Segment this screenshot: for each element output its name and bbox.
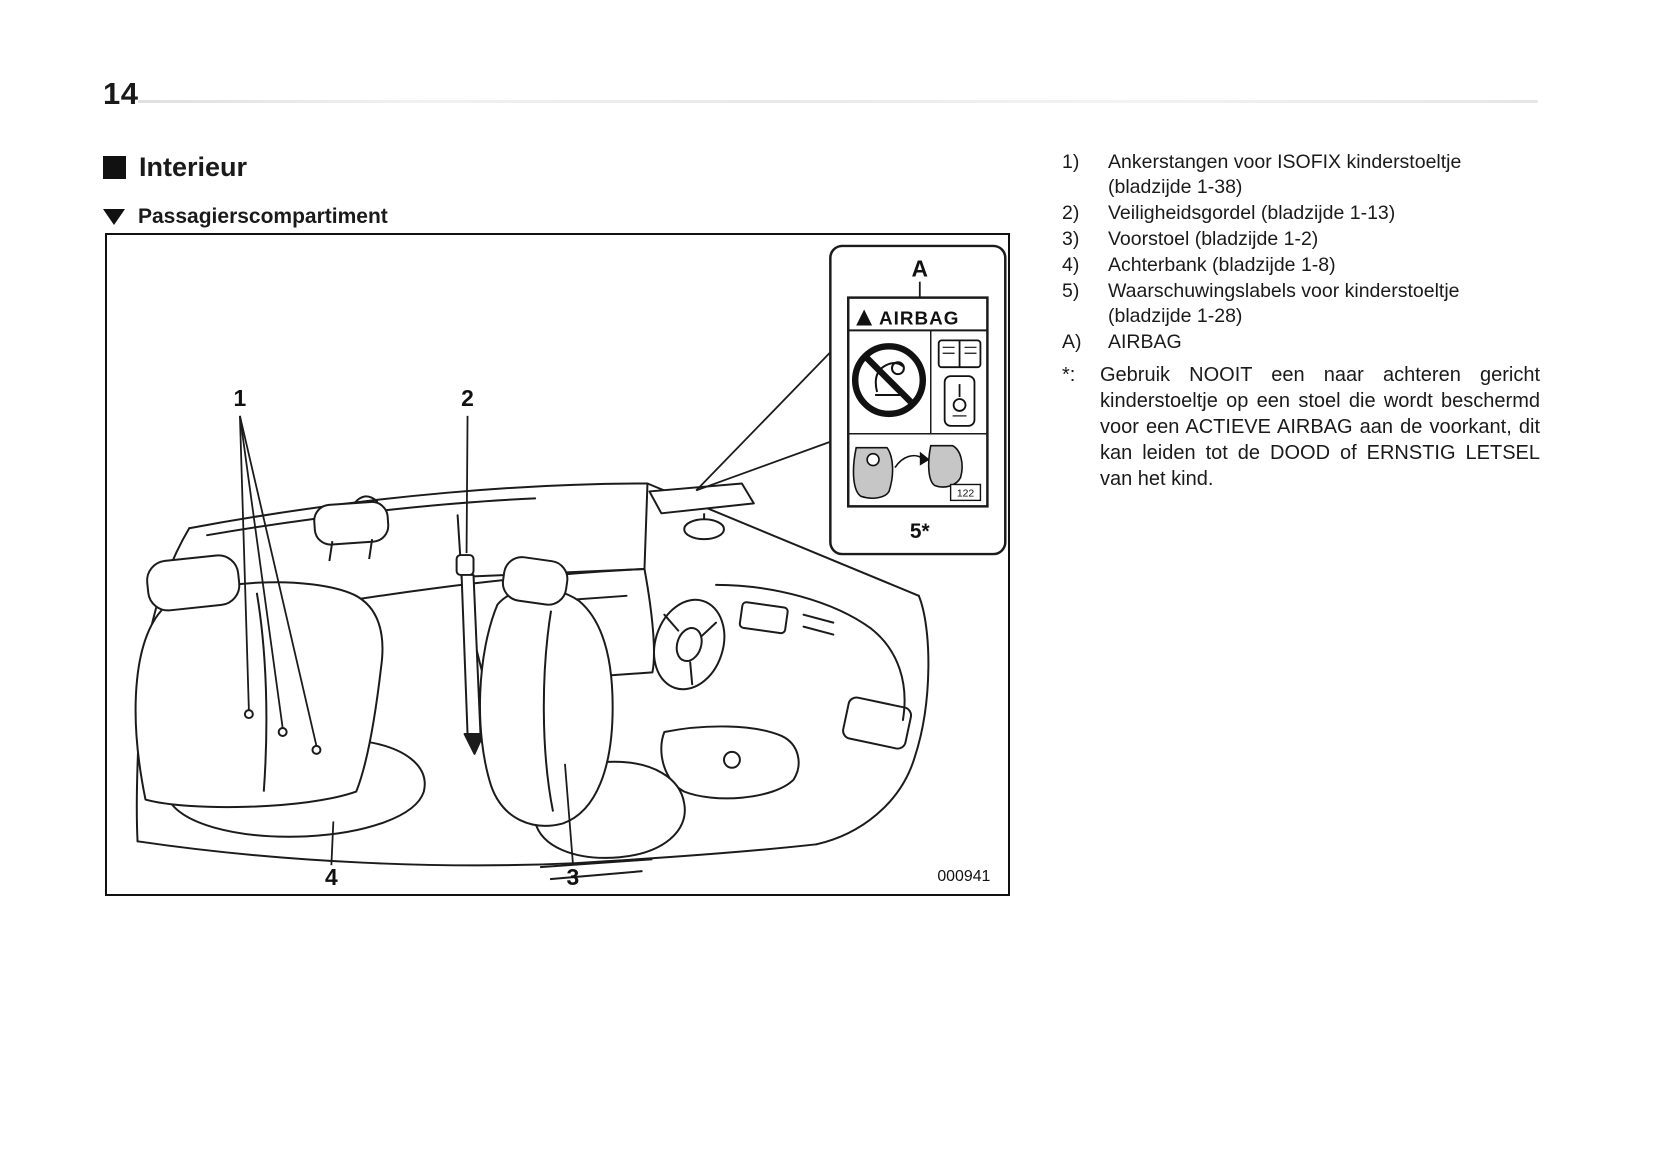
subsection-heading: Passagierscompartiment (103, 205, 388, 229)
airbag-label-inset: A AIRBAG (829, 244, 1007, 556)
legend-item-text: Achterbank (bladzijde 1-8) (1108, 254, 1336, 276)
section-title: Interieur (139, 152, 248, 182)
footnote-text: Gebruik NOOIT een naar achteren gericht … (1100, 364, 1540, 490)
figure-code: 000941 (937, 868, 990, 885)
legend-item-text: AIRBAG (1108, 331, 1182, 353)
legend-item-2: 2) Veiligheidsgordel (bladzijde 1-13) (1062, 201, 1540, 226)
callout-5: 5* (910, 520, 931, 543)
legend-item-number: A) (1062, 331, 1082, 353)
steering-wheel (653, 598, 726, 691)
page-number: 14 (103, 76, 139, 111)
legend: 1) Ankerstangen voor ISOFIX kinderstoelt… (1062, 150, 1540, 492)
square-bullet-icon (103, 156, 126, 179)
triangle-bullet-icon (103, 209, 125, 225)
legend-item-1: 1) Ankerstangen voor ISOFIX kinderstoelt… (1062, 150, 1540, 200)
legend-item-number: 2) (1062, 202, 1080, 224)
section-heading: Interieur (103, 152, 247, 183)
subsection-title: Passagierscompartiment (138, 205, 388, 228)
dashboard (660, 583, 913, 800)
legend-item-text: Waarschuwingslabels voor kinderstoeltje … (1108, 280, 1460, 327)
rear-seat (134, 500, 426, 838)
callout-4: 4 (325, 864, 338, 890)
front-seat (478, 556, 686, 881)
legend-item-a: A) AIRBAG (1062, 330, 1540, 355)
airbag-label-title: AIRBAG (879, 308, 959, 329)
ref-tag-122: 122 (957, 488, 975, 499)
legend-item-3: 3) Voorstoel (bladzijde 1-2) (1062, 227, 1540, 252)
footnote-marker: *: (1062, 364, 1076, 386)
callout-3: 3 (567, 864, 580, 890)
warning-triangle-icon (856, 309, 873, 326)
interior-diagram: 1 2 3 4 A AIRBAG (134, 244, 1007, 890)
legend-item-text: Ankerstangen voor ISOFIX kinderstoeltje … (1108, 151, 1462, 198)
figure-box: 1 2 3 4 A AIRBAG (105, 233, 1010, 896)
manual-book-icon (937, 339, 982, 369)
callout-lines (239, 351, 831, 866)
legend-item-number: 5) (1062, 280, 1080, 302)
child-seat-pictograms: 122 (852, 444, 982, 502)
legend-item-number: 1) (1062, 151, 1080, 173)
footnote: *: Gebruik NOOIT een naar achteren geric… (1062, 362, 1540, 492)
callout-a: A (912, 256, 929, 282)
scan-artifact-line (138, 100, 1538, 103)
legend-item-number: 3) (1062, 228, 1080, 250)
legend-item-number: 4) (1062, 254, 1080, 276)
legend-item-4: 4) Achterbank (bladzijde 1-8) (1062, 253, 1540, 278)
hand-pointer-icon (943, 375, 976, 427)
ref-tag-box (949, 483, 982, 502)
legend-item-5: 5) Waarschuwingslabels voor kinderstoelt… (1062, 279, 1540, 329)
legend-item-text: Voorstoel (bladzijde 1-2) (1108, 228, 1319, 250)
sun-visor (648, 482, 755, 541)
legend-item-text: Veiligheidsgordel (bladzijde 1-13) (1108, 202, 1396, 224)
no-child-seat-icon (851, 343, 927, 418)
callout-2: 2 (461, 385, 474, 411)
callout-1: 1 (234, 385, 247, 411)
